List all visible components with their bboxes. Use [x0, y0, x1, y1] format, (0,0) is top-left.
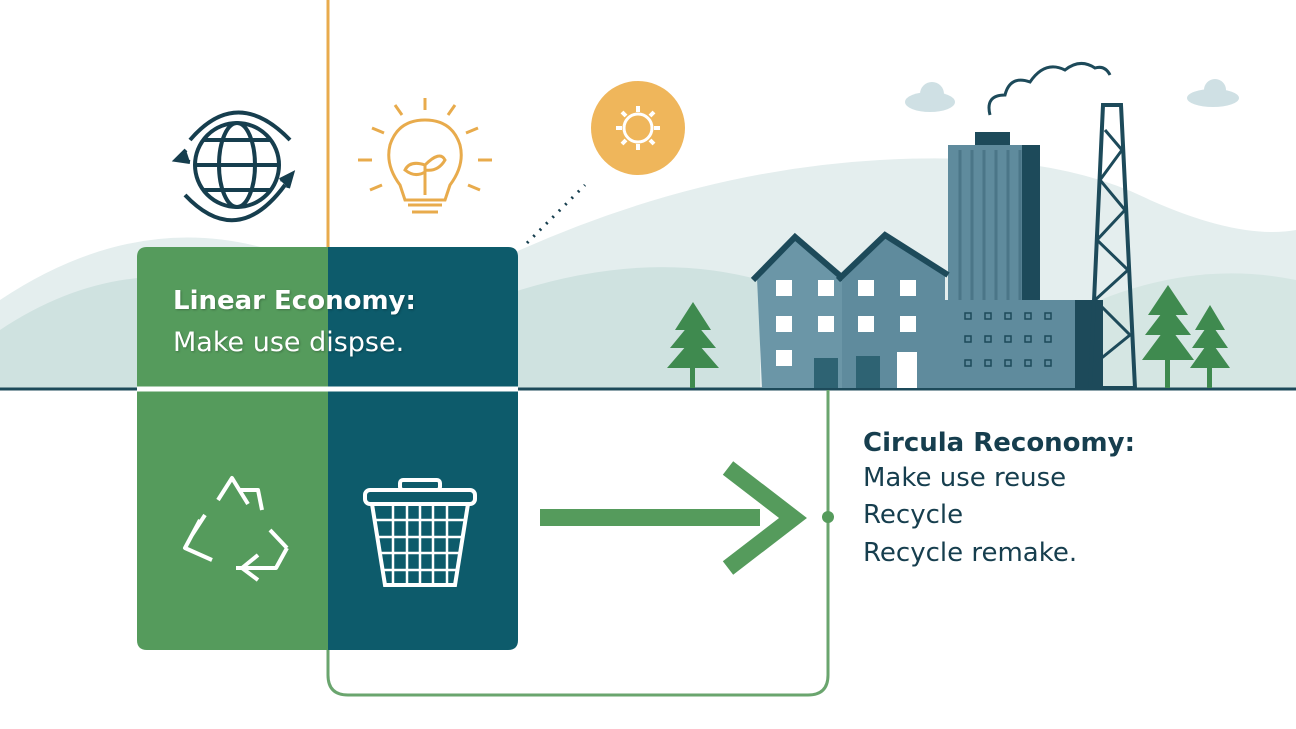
circular-economy-line: Make use reuse [863, 463, 1067, 493]
circular-economy-title: Circula Reconomy: [863, 428, 1135, 458]
recycle-icon [183, 476, 289, 582]
linear-economy-title: Linear Economy: [173, 286, 416, 316]
globe-icon [171, 110, 296, 222]
cloud-icon [905, 79, 1239, 112]
connector-dot [822, 511, 834, 523]
factory-icon [945, 62, 1138, 390]
circular-economy-line: Recycle remake. [863, 538, 1078, 568]
trash-basket-icon [363, 478, 477, 587]
house-icon [750, 231, 950, 388]
tree-icon [667, 285, 1230, 388]
lightbulb-leaf-icon [358, 98, 492, 214]
circular-economy-line: Recycle [863, 500, 964, 530]
gear-icon [591, 81, 685, 175]
arrow-right-icon [540, 461, 807, 575]
linear-economy-subtitle: Make use dispse. [173, 327, 405, 358]
circular-loop-connector [326, 390, 830, 697]
